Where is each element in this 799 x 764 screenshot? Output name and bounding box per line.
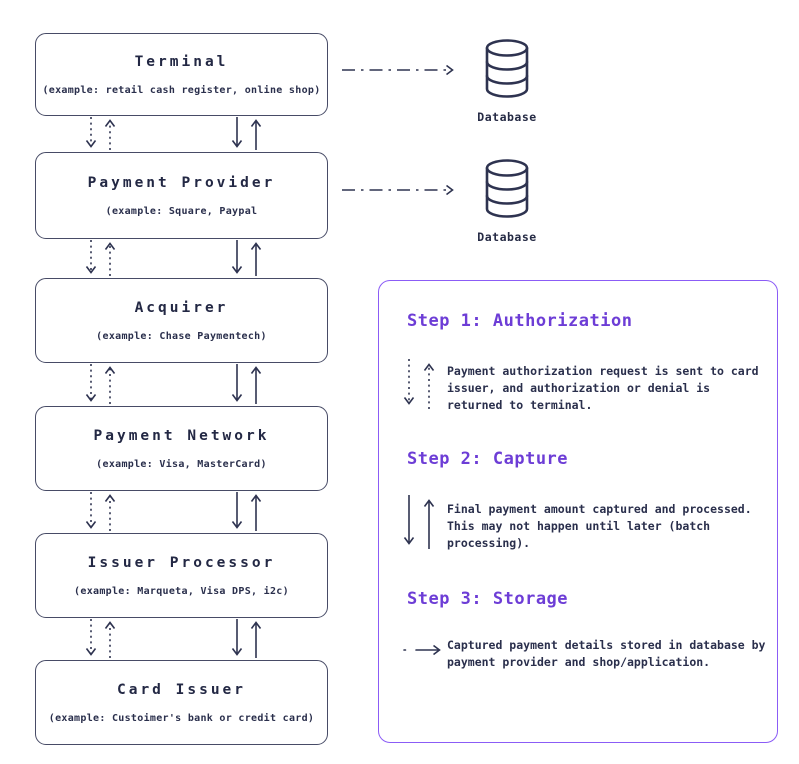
node-title: Terminal (134, 53, 229, 70)
node-payment-network: Payment Network (example: Visa, MasterCa… (35, 406, 328, 491)
legend-panel: Step 1: Authorization Payment authorizat… (378, 280, 778, 743)
step-1-heading: Step 1: Authorization (407, 311, 633, 331)
node-title: Acquirer (134, 299, 229, 316)
node-example: (example: Marqueta, Visa DPS, i2c) (74, 585, 289, 597)
database-icon (485, 39, 529, 98)
node-example: (example: Chase Paymentech) (96, 330, 267, 342)
solid-bidirectional-arrows-icon (403, 495, 435, 549)
node-card-issuer: Card Issuer (example: Custoimer's bank o… (35, 660, 328, 745)
dash-dot-arrow-icon (403, 644, 441, 656)
node-title: Payment Provider (87, 174, 276, 191)
database-icon (485, 159, 529, 218)
step-1-description: Payment authorization request is sent to… (447, 364, 759, 413)
database-label: Database (477, 230, 537, 244)
node-terminal: Terminal (example: retail cash register,… (35, 33, 328, 116)
node-title: Payment Network (93, 427, 270, 444)
node-example: (example: Square, Paypal (105, 205, 258, 217)
node-payment-provider: Payment Provider (example: Square, Paypa… (35, 152, 328, 239)
node-example: (example: Custoimer's bank or credit car… (48, 712, 315, 724)
step-3-heading: Step 3: Storage (407, 589, 569, 609)
node-example: (example: Visa, MasterCard) (96, 458, 267, 470)
database-label: Database (477, 110, 537, 124)
database-payment-provider: Database (452, 158, 562, 244)
node-acquirer: Acquirer (example: Chase Paymentech) (35, 278, 328, 363)
node-issuer-processor: Issuer Processor (example: Marqueta, Vis… (35, 533, 328, 618)
node-title: Card Issuer (116, 681, 247, 698)
node-example: (example: retail cash register, online s… (42, 84, 321, 96)
database-terminal: Database (452, 38, 562, 124)
step-3-description: Captured payment details stored in datab… (447, 638, 766, 670)
step-2-description: Final payment amount captured and proces… (447, 502, 752, 551)
node-title: Issuer Processor (87, 554, 276, 571)
dotted-bidirectional-arrows-icon (403, 359, 435, 409)
step-2-heading: Step 2: Capture (407, 449, 569, 469)
